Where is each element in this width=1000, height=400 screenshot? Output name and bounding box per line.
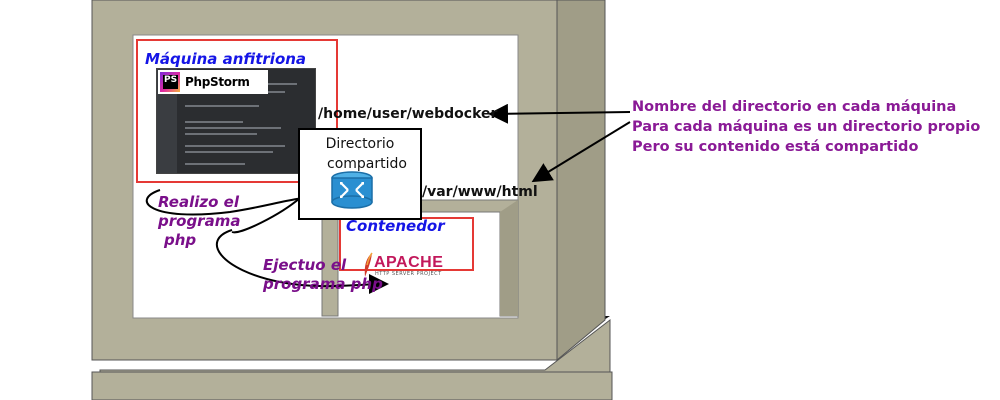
note-line2: Para cada máquina es un directorio propi… <box>632 119 981 135</box>
run-program-label: Ejectuo el programa php <box>263 256 383 294</box>
container-recess-side <box>500 200 518 316</box>
tower-side <box>556 0 606 362</box>
arrow-to-host-path <box>488 103 631 124</box>
shared-label-line2: compartido <box>327 156 407 172</box>
host-directory-path: /home/user/webdocker <box>318 106 498 122</box>
write-program-label: Realizo el programa php <box>158 193 240 250</box>
ide-branding: PS PhpStorm <box>158 70 268 94</box>
directory-note: Nombre del directorio en cada máquina Pa… <box>632 97 998 157</box>
shared-label-line1: Directorio <box>325 136 395 152</box>
phpstorm-logo-text: PS <box>163 75 178 89</box>
note-line1: Nombre del directorio en cada máquina <box>632 99 957 115</box>
apache-name: APACHE <box>374 254 444 271</box>
arrow-to-container-path <box>531 121 631 183</box>
phpstorm-logo-icon: PS <box>160 72 180 92</box>
host-frame <box>136 39 338 183</box>
shared-directory-box: Directorio compartido <box>298 128 422 220</box>
apache-feather-icon <box>364 252 373 277</box>
arrow-run-program <box>215 229 389 295</box>
host-title: Máquina anfitriona <box>145 50 307 68</box>
tower-base-front <box>91 371 613 400</box>
write-line2: programa <box>158 212 241 230</box>
run-line2: programa php <box>263 275 383 293</box>
note-line3: Pero su contenido está compartido <box>632 139 919 155</box>
apache-logo: APACHE HTTP SERVER PROJECT <box>360 252 450 278</box>
arrow-write-program <box>146 187 326 216</box>
container-directory-path: /var/www/html <box>422 184 538 200</box>
run-line1: Ejectuo el <box>263 256 347 274</box>
arrow-connector <box>231 197 301 234</box>
ide-sidebar <box>157 69 177 173</box>
apache-tagline: HTTP SERVER PROJECT <box>375 271 442 277</box>
write-line3: php <box>164 231 197 249</box>
network-switch-icon <box>331 171 373 209</box>
write-line1: Realizo el <box>158 193 239 211</box>
app-name: PhpStorm <box>185 75 250 89</box>
container-title: Contenedor <box>346 217 445 235</box>
